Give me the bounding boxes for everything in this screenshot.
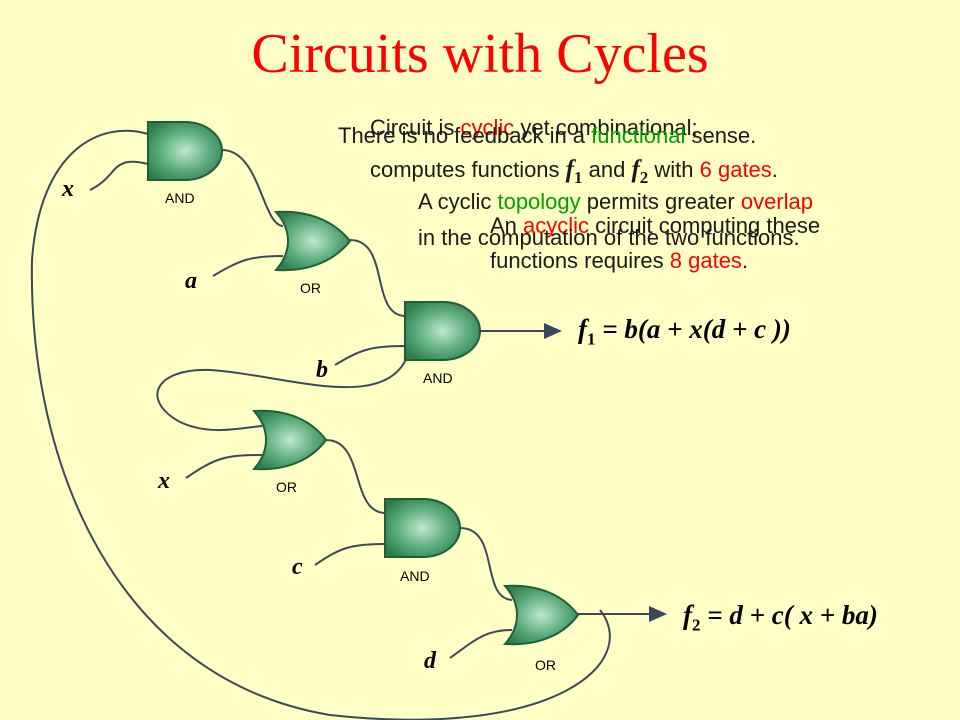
text-line-topology: A cyclic topology permits greater overla… — [418, 189, 813, 214]
wire-g5-to-g6 — [459, 527, 513, 601]
wire-g2-to-g3 — [349, 239, 406, 317]
gate-1-label: AND — [165, 190, 195, 206]
input-label-c: c — [292, 554, 303, 580]
gate-4-or: OR — [251, 409, 328, 495]
gate-4-label: OR — [276, 479, 297, 495]
text-line-cyclic: Circuit is cyclic yet combinational; — [370, 115, 698, 140]
text-line-computes: computes functions f1 and f2 with 6 gate… — [370, 156, 778, 187]
input-label-d: d — [424, 648, 437, 674]
wire-c-to-g5 — [314, 543, 386, 566]
wire-a-to-g2 — [212, 255, 284, 277]
input-label-a: a — [185, 268, 197, 294]
gate-5-and: AND — [384, 498, 461, 584]
wire-b-to-g3 — [334, 345, 406, 366]
equation-f2: f2 = d + c( x + ba) — [683, 600, 878, 635]
gate-3-label: AND — [423, 370, 453, 386]
gate-5-label: AND — [400, 568, 430, 584]
page-title: Circuits with Cycles — [251, 23, 709, 85]
input-label-x1: x — [61, 176, 74, 202]
gate-1-and: AND — [147, 121, 223, 206]
text-line-feedback: There is no feedback in a functional sen… — [338, 123, 757, 148]
equation-f1: f1 = b(a + x(d + c )) — [578, 314, 791, 349]
gate-2-label: OR — [300, 280, 321, 296]
wire-d-to-g6 — [449, 629, 513, 659]
gate-2-or: OR — [273, 210, 352, 296]
gate-3-and: AND — [404, 301, 481, 386]
wire-g4-to-g5 — [325, 439, 386, 514]
gate-6-label: OR — [535, 657, 556, 673]
wire-g1-to-g2 — [221, 149, 284, 227]
text-line-overlap: in the computation of the two functions. — [418, 225, 800, 250]
gate-6-or: OR — [502, 584, 580, 673]
text-line-eight-gates: functions requires 8 gates. — [490, 248, 749, 273]
input-label-x2: x — [157, 468, 170, 494]
text-line-acyclic: An acyclic circuit computing these — [490, 213, 821, 238]
wire-feedback-to-g1 — [30, 129, 611, 720]
input-label-b: b — [316, 357, 328, 383]
wire-x-to-g1 — [89, 160, 149, 191]
wire-x2-to-g4 — [185, 454, 263, 479]
